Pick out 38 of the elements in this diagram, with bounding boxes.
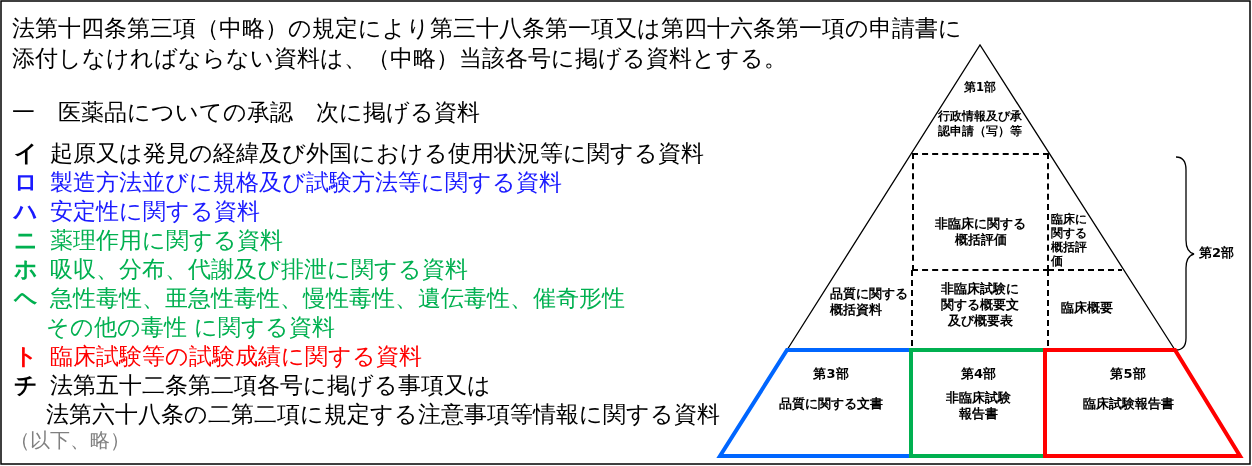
item-marker: ニ — [14, 226, 38, 255]
intro-paragraph: 法第十四条第三項（中略）の規定により第三十八条第一項又は第四十六条第一項の申請書に添付しなければならない資料は、（中略）当該各号に掲げる資料とする。 — [12, 14, 962, 73]
part-label: 第2部 — [1199, 244, 1235, 262]
list-item-text: 吸収、分布、代謝及び排泄に関する資料 — [50, 255, 468, 284]
item-marker: ホ — [14, 255, 38, 284]
item-marker: ロ — [14, 168, 38, 197]
item-marker: ト — [14, 342, 38, 371]
list-item-text: 製造方法並びに規格及び試験方法等に関する資料 — [50, 168, 562, 197]
part-box — [1045, 350, 1241, 457]
dashed-box — [912, 153, 1049, 271]
part-heading: 第1部 — [964, 80, 996, 95]
section-text: 行政情報及び承認申請（写）等 — [937, 109, 1023, 139]
section-text: 非臨床試験報告書 — [946, 390, 1011, 422]
list-item-text: 薬理作用に関する資料 — [50, 226, 283, 255]
list-item-text: 起原又は発見の経緯及び外国における使用状況等に関する資料 — [50, 139, 704, 168]
list-item-text: その他の毒性 に関する資料 — [46, 313, 336, 342]
section-text: 品質に関する文書 — [779, 396, 883, 412]
list-item-text: 安定性に関する資料 — [50, 197, 260, 226]
section-text: 臨床概要 — [1060, 300, 1113, 316]
list-item-text: 臨床試験等の試験成績に関する資料 — [50, 342, 422, 371]
part-box — [911, 350, 1046, 457]
part-heading: 第3部 — [813, 366, 849, 382]
list-item-text: 法第五十二条第二項各号に掲げる事項又は — [50, 371, 491, 400]
part-heading: 第5部 — [1110, 366, 1146, 382]
item-marker: チ — [14, 371, 38, 400]
item-marker: ヘ — [14, 284, 38, 313]
section-text: 臨床に関する概括評価 — [1051, 212, 1088, 268]
omission-note: （以下、略） — [10, 427, 130, 454]
section-text: 非臨床に関する概括評価 — [935, 216, 1026, 248]
section-text: 臨床試験報告書 — [1082, 396, 1174, 412]
item-marker: イ — [14, 139, 38, 168]
list-item-text: 法第六十八条の二第二項に規定する注意事項等情報に関する資料 — [46, 400, 720, 429]
item-marker: ハ — [14, 197, 38, 226]
list-item-text: 急性毒性、亜急性毒性、慢性毒性、遺伝毒性、催奇形性 — [50, 284, 625, 313]
section-text: 品質に関する概括資料 — [830, 286, 909, 318]
list-item-text: 一 医薬品についての承認 次に掲げる資料 — [12, 98, 480, 127]
part-heading: 第4部 — [960, 366, 996, 382]
section-text: 非臨床試験に関する概要文及び概要表 — [941, 281, 1019, 329]
